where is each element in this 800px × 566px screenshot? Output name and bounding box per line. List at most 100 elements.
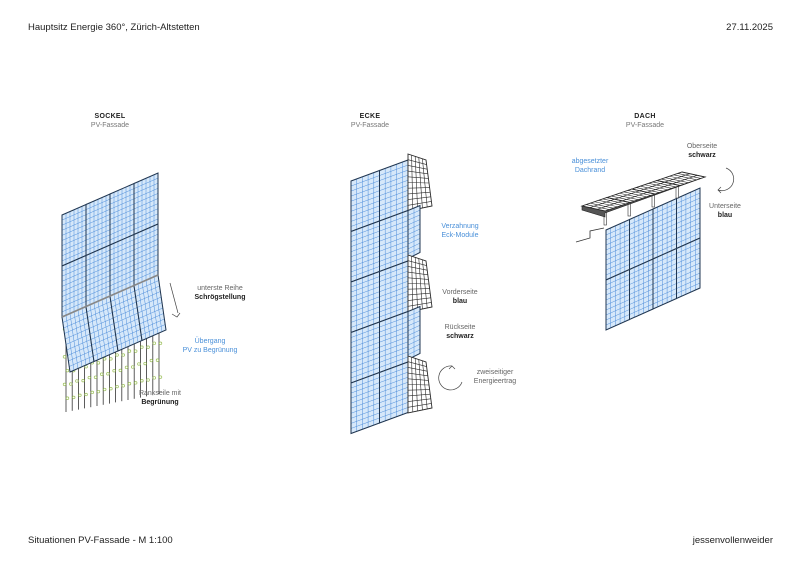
vine-leaf bbox=[149, 358, 153, 363]
module-grid-line bbox=[605, 304, 630, 316]
module-grid-line bbox=[605, 254, 630, 266]
module-grid-line bbox=[652, 288, 677, 300]
module-grid-line bbox=[379, 366, 409, 378]
module-grid-line bbox=[629, 263, 654, 275]
module-grid-line bbox=[379, 280, 409, 292]
module-grid-line bbox=[133, 239, 159, 251]
module-grid-line bbox=[652, 253, 677, 265]
module-grid-line bbox=[407, 343, 421, 351]
module-frame bbox=[407, 153, 433, 212]
dach-subtitle: PV-Fassade bbox=[625, 121, 665, 129]
module-grid-line bbox=[350, 210, 380, 222]
module-grid-line bbox=[109, 188, 135, 200]
note-line: Begrünung bbox=[141, 398, 179, 406]
module-grid-line bbox=[61, 209, 87, 221]
module-grid-line bbox=[350, 316, 380, 328]
module-grid-line bbox=[85, 249, 111, 261]
module-grid-line bbox=[676, 197, 701, 209]
module-grid-line bbox=[629, 288, 654, 300]
module-grid-line bbox=[133, 208, 159, 220]
note-line: schwarz bbox=[446, 332, 474, 340]
sockel-subtitle: PV-Fassade bbox=[90, 121, 130, 129]
vine-leaf bbox=[103, 387, 107, 392]
vine-leaf bbox=[127, 382, 132, 386]
module-grid-line bbox=[665, 177, 689, 183]
module-grid-line bbox=[652, 208, 677, 220]
module-grid-line bbox=[109, 229, 135, 241]
module-grid-line bbox=[113, 307, 138, 319]
note-line: PV zu Begrünung bbox=[182, 346, 238, 354]
module-grid-line bbox=[85, 198, 111, 210]
module-grid-line bbox=[85, 285, 111, 297]
module-grid-line bbox=[109, 213, 135, 225]
module-grid-line bbox=[133, 254, 159, 266]
module-grid-line bbox=[85, 214, 111, 226]
vine-leaf bbox=[124, 365, 129, 370]
module-grid-line bbox=[379, 351, 409, 363]
module-grid-line bbox=[614, 190, 640, 200]
note-line: Rankseile mit bbox=[138, 390, 181, 397]
module-grid-line bbox=[65, 333, 91, 345]
vine-leaf bbox=[127, 349, 132, 353]
module-grid-line bbox=[133, 264, 159, 276]
module-grid-line bbox=[676, 267, 701, 279]
rail bbox=[61, 274, 159, 318]
module-grid-line bbox=[111, 296, 136, 308]
module-grid-line bbox=[379, 174, 409, 186]
module-grid-line bbox=[350, 240, 380, 252]
module-grid-line bbox=[379, 240, 409, 252]
module-grid-line bbox=[611, 195, 635, 202]
module-frame bbox=[676, 237, 701, 300]
module-grid-line bbox=[109, 254, 135, 266]
module-grid-line bbox=[133, 177, 159, 189]
module-grid-line bbox=[672, 175, 698, 185]
module-grid-line bbox=[66, 339, 91, 351]
module-grid-line bbox=[676, 217, 701, 229]
module-grid-line bbox=[407, 224, 421, 230]
module-grid-line bbox=[137, 302, 163, 314]
module-grid-line bbox=[350, 266, 380, 278]
module-grid-line bbox=[379, 291, 409, 303]
module-frame bbox=[407, 305, 421, 361]
module-grid-line bbox=[350, 205, 380, 217]
module-grid-line bbox=[350, 230, 380, 242]
module-grid-line bbox=[652, 233, 677, 245]
module-grid-line bbox=[407, 196, 431, 200]
dach-heading: DACH bbox=[634, 113, 656, 120]
module-grid-line bbox=[61, 270, 87, 282]
module-grid-line bbox=[138, 307, 163, 319]
vine-leaf bbox=[146, 345, 150, 349]
module-grid-line bbox=[65, 328, 90, 340]
sheet-title: Situationen PV-Fassade - M 1:100 bbox=[28, 535, 173, 546]
vine-leaf bbox=[155, 358, 160, 362]
module-grid-line bbox=[109, 203, 135, 215]
module-grid-line bbox=[350, 377, 380, 389]
module-grid-line bbox=[109, 275, 135, 287]
module-grid-line bbox=[586, 204, 610, 210]
module-grid-line bbox=[85, 265, 111, 277]
module-grid-line bbox=[629, 228, 654, 240]
module-grid-line bbox=[652, 263, 677, 275]
module-grid-line bbox=[407, 325, 421, 331]
vine-leaf bbox=[143, 361, 147, 366]
vine-leaf bbox=[118, 368, 122, 373]
module-grid-line bbox=[652, 218, 677, 230]
module-grid-line bbox=[644, 184, 668, 191]
module-grid-line bbox=[350, 276, 380, 288]
module-grid-line bbox=[109, 218, 135, 230]
vine-leaf bbox=[134, 381, 138, 385]
note-line: Dachrand bbox=[574, 166, 606, 174]
module-grid-line bbox=[379, 316, 409, 328]
module-grid-line bbox=[629, 303, 654, 315]
module-grid-line bbox=[629, 218, 654, 230]
module-grid-line bbox=[379, 306, 409, 318]
module-grid-line bbox=[379, 341, 409, 353]
module-grid-line bbox=[407, 191, 431, 195]
module-grid-line bbox=[676, 252, 701, 264]
module-grid-line bbox=[379, 225, 409, 237]
module-grid-line bbox=[109, 249, 135, 261]
module-grid-line bbox=[407, 277, 429, 280]
module-grid-line bbox=[379, 321, 409, 333]
